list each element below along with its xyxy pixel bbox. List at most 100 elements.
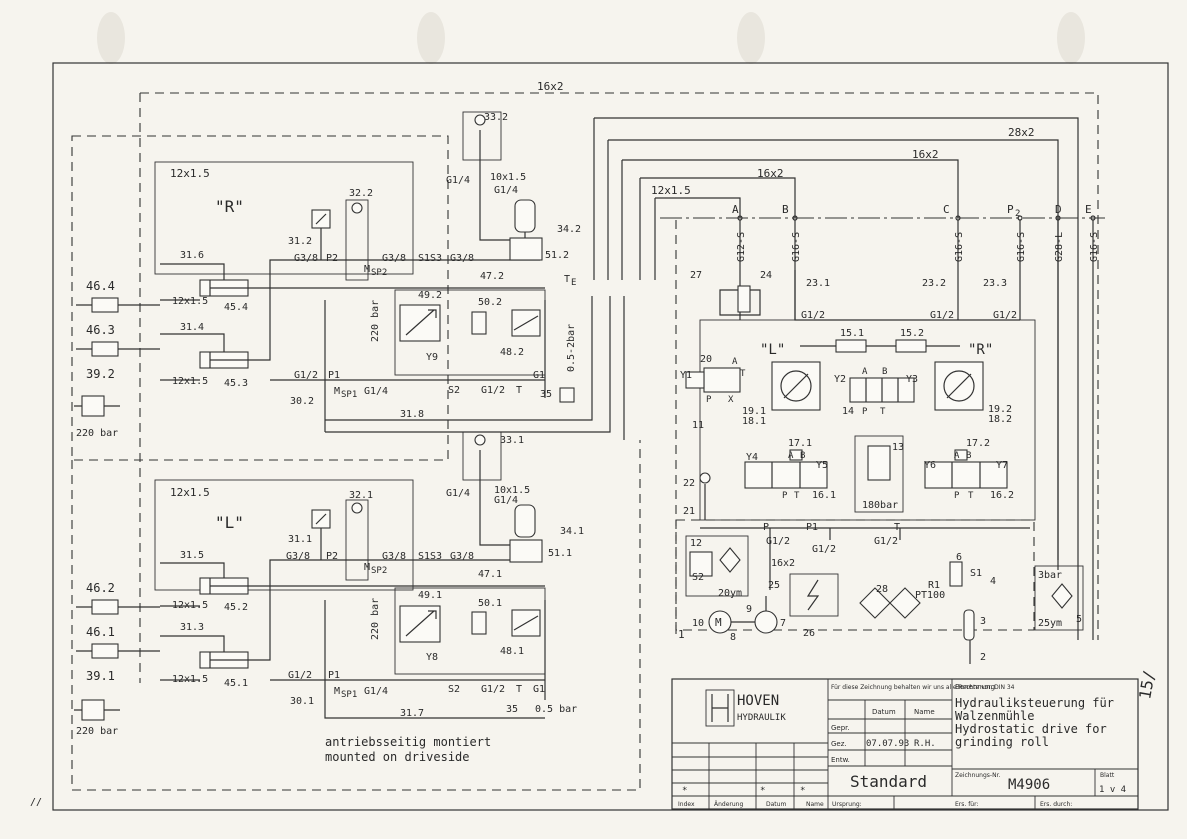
port-size-C: G16-S <box>954 232 965 262</box>
cu-man-G1/2-a: G1/2 <box>766 536 790 547</box>
l-51.1: 51.1 <box>548 548 572 559</box>
cu-X: X <box>728 395 734 405</box>
cu-P: P <box>706 395 712 405</box>
gez-label: Gez. <box>831 740 847 748</box>
r-G1: G1 <box>533 370 545 381</box>
cu-23.1: 23.1 <box>806 278 830 289</box>
comp-46.1: 46.1 <box>86 625 115 639</box>
cu-15.1: 15.1 <box>840 328 864 339</box>
cu-T: T <box>740 369 746 379</box>
port-size-B: G16-S <box>791 232 802 262</box>
pipe-label-16x2-a: 16x2 <box>912 148 939 161</box>
r-31.4: 31.4 <box>180 322 204 333</box>
corner-mark: // <box>30 797 42 808</box>
ers-fuer-label: Ers. für: <box>955 801 979 808</box>
l-SP1: SP1 <box>341 690 357 700</box>
r-S1S3: S1S3 <box>418 253 442 264</box>
company-name: HOVEN <box>737 693 779 709</box>
standard-label: Standard <box>850 772 927 791</box>
l-220bar: 220 bar <box>370 598 381 640</box>
r-E-sub: E <box>571 278 576 288</box>
r-G3/8-c: G3/8 <box>450 253 474 264</box>
pipe-label-28x2: 28x2 <box>1008 126 1035 139</box>
cu-25: 25 <box>768 580 780 591</box>
l-G1: G1 <box>533 684 545 695</box>
r-S2: S2 <box>448 385 460 396</box>
l-33.1: 33.1 <box>500 435 524 446</box>
cu-man-G1/2-c: G1/2 <box>874 536 898 547</box>
cu-man-G1/2-b: G1/2 <box>812 544 836 555</box>
cu-17.1-A: A <box>788 451 794 461</box>
l-G3/8-c: G3/8 <box>450 551 474 562</box>
l-45.1: 45.1 <box>224 678 248 689</box>
l-Y8: Y8 <box>426 652 438 663</box>
star-3: * <box>800 786 805 796</box>
r-0.5-2bar: 0.5-2bar <box>566 324 577 372</box>
r-31.2: 31.2 <box>288 236 312 247</box>
margin-note: 15/ <box>1135 669 1159 701</box>
cu-6: 6 <box>956 552 962 563</box>
cu-14-B: B <box>882 367 887 377</box>
r-48.2: 48.2 <box>500 347 524 358</box>
cu-180bar: 180bar <box>862 500 898 511</box>
comp-46.3: 46.3 <box>86 323 115 337</box>
l-pipe-small2: 12x1.5 <box>172 674 208 685</box>
cu-Y6: Y6 <box>924 460 936 471</box>
col-aenderung: Änderung <box>714 801 743 808</box>
l-S2: S2 <box>448 684 460 695</box>
cu-14: 14 <box>842 406 854 417</box>
r-G1/4-a: G1/4 <box>446 175 470 186</box>
cu-17.2: 17.2 <box>966 438 990 449</box>
r-T-e: T <box>564 274 570 285</box>
cu-11: 11 <box>692 420 704 431</box>
cu-man-P1: P1 <box>806 522 818 533</box>
cu-man-T: T <box>894 522 900 533</box>
port-size-D: G28-L <box>1054 232 1065 262</box>
l-G3/8-a: G3/8 <box>286 551 310 562</box>
r-T: T <box>516 385 522 396</box>
cu-R1: R1 <box>928 580 940 591</box>
cu-25ym: 25ym <box>1038 618 1062 629</box>
l-P1: P1 <box>328 670 340 681</box>
l-31.1: 31.1 <box>288 534 312 545</box>
cu-16.2-T: T <box>968 491 974 501</box>
cu-20: 20 <box>700 354 712 365</box>
cu-16.2: 16.2 <box>990 490 1014 501</box>
cu-18.2: 18.2 <box>988 414 1012 425</box>
r-49.2: 49.2 <box>418 290 442 301</box>
cu-PT100: PT100 <box>915 590 945 601</box>
note-de: antriebsseitig montiert <box>325 735 491 749</box>
comp-39.2: 39.2 <box>86 367 115 381</box>
circuit-l: 12x1.5 "L" 31.5 12x1.5 45.2 31.3 12x1.5 … <box>154 431 584 719</box>
l-32.1: 32.1 <box>349 490 373 501</box>
cu-17.1: 17.1 <box>788 438 812 449</box>
punch-holes <box>97 12 1085 64</box>
title-line-2: Walzenmühle <box>955 709 1034 723</box>
port-P-sub: 2 <box>1015 209 1020 219</box>
r-50.2: 50.2 <box>478 297 502 308</box>
l-47.1: 47.1 <box>478 569 502 580</box>
comp-39.1: 39.1 <box>86 669 115 683</box>
cu-23.3: 23.3 <box>983 278 1007 289</box>
cu-5: 5 <box>1076 614 1082 625</box>
l-acc-pipe: 10x1.5 <box>494 485 530 496</box>
port-size-P2: G16-S <box>1016 232 1027 262</box>
r-G1/4-b: G1/4 <box>494 185 518 196</box>
cu-L-letter: "L" <box>760 342 785 358</box>
company-sub: HYDRAULIK <box>737 713 786 723</box>
cu-19.2: 19.2 <box>988 404 1012 415</box>
r-33.2: 33.2 <box>484 112 508 123</box>
l-G1/4-b: G1/4 <box>494 495 518 506</box>
cu-Y2: Y2 <box>834 374 846 385</box>
cu-Y1: Y1 <box>680 370 692 381</box>
r-P1: P1 <box>328 370 340 381</box>
cu-20ym: 20ym <box>718 588 742 599</box>
pipe-label-l: 12x1.5 <box>170 486 210 499</box>
cu-Y3: Y3 <box>906 374 918 385</box>
port-B: B <box>782 203 789 216</box>
l-P2: P2 <box>326 551 338 562</box>
cu-man-P: P <box>763 522 769 533</box>
r-G1/2-b: G1/2 <box>481 385 505 396</box>
cu-21: 21 <box>683 506 695 517</box>
cu-17.2-B: B <box>966 451 971 461</box>
